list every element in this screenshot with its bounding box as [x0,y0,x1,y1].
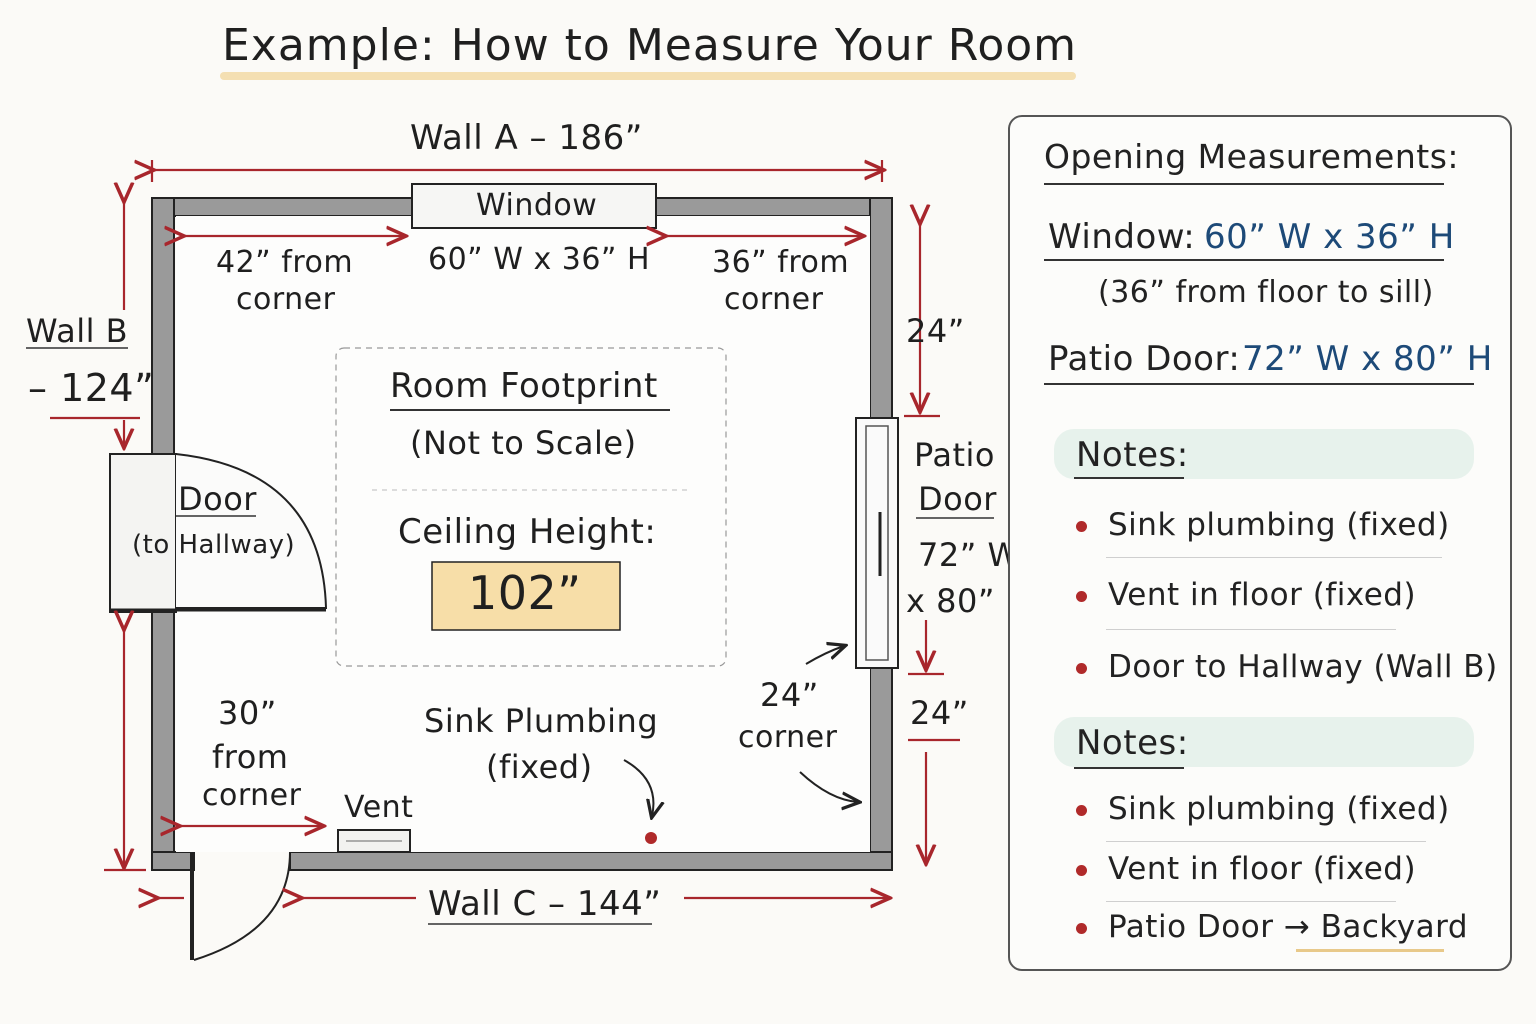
wall-b-length: – 124” [28,366,155,410]
page-title: Example: How to Measure Your Room [222,20,1078,71]
corner-gap-label-line2: corner [738,720,838,755]
panel-heading-underline [1044,183,1444,185]
title-underline [220,72,1076,80]
patio-door-label-line1: Patio [914,436,995,474]
notes2-highlight [1054,717,1474,767]
wall-b-upper [151,197,175,455]
sink-pointer-arrow [623,759,653,816]
bullet-icon [1076,805,1087,816]
window-left-gap-line2: corner [236,282,336,317]
backyard-underline [1296,949,1444,952]
corner-gap-label-line1: 24” [760,676,819,714]
hallway-door-sublabel: (to Hallway) [132,530,296,560]
wall-b-lower [151,611,175,871]
notes1-separator [1106,557,1442,558]
footprint-subtitle: (Not to Scale) [410,424,637,462]
patio-door-size-line1: 72” W [918,536,1020,574]
window-label: Window [476,188,598,223]
wall-c-label: Wall C – 144” [428,884,662,924]
window-symbol [411,183,657,229]
window-size-label: 60” W x 36” H [428,242,651,277]
wall-b-label: Wall B [26,312,129,350]
bullet-icon [1076,521,1087,532]
corner-pointer-up [805,646,844,665]
patio-measure-key: Patio Door: [1048,339,1241,379]
panel-heading: Opening Measurements: [1044,137,1460,176]
notes1-separator [1106,629,1396,630]
door-gap-label-line3: corner [202,778,302,813]
notes1-underline [1074,477,1184,479]
door-gap-label-line2: from [212,738,289,776]
patio-measure-value: 72” W x 80” H [1242,339,1493,379]
ceiling-height-label: Ceiling Height: [398,512,657,552]
notes2-separator [1106,841,1426,842]
footprint-title: Room Footprint [390,366,658,406]
window-measure-underline [1044,259,1444,261]
bullet-icon [1076,591,1087,602]
bullet-icon [1076,923,1087,934]
dimension-lines [50,160,960,898]
notes2-item: Vent in floor (fixed) [1108,851,1417,887]
notes2-separator [1106,901,1396,902]
notes1-item: Vent in floor (fixed) [1108,577,1417,613]
vent-label: Vent [344,790,414,825]
notes1-highlight [1054,429,1474,479]
notes1-item: Door to Hallway (Wall B) [1108,649,1498,685]
bottom-door-swing [190,851,291,961]
sink-label-line2: (fixed) [486,748,593,786]
corner-pointer-down [799,771,858,802]
patio-bottom-gap-label: 24” [910,694,969,732]
door-gap-label-line1: 30” [218,694,277,732]
notes2-underline [1074,767,1184,769]
patio-door-symbol [855,417,899,669]
ceiling-height-value: 102” [468,566,582,620]
floor-vent-symbol [337,829,411,853]
window-sill-note: (36” from floor to sill) [1098,275,1434,310]
notes1-item: Sink plumbing (fixed) [1108,507,1450,543]
window-right-gap-line1: 36” from [712,245,850,280]
ceiling-value-box [431,561,621,631]
window-measure-value: 60” W x 36” H [1204,217,1455,257]
notes2-item: Sink plumbing (fixed) [1108,791,1450,827]
footprint-box [335,347,727,667]
hallway-door-symbol [109,453,328,613]
opening-measurements-panel: Opening Measurements: Window: 60” W x 36… [1008,115,1512,971]
wall-c-left [151,851,195,871]
window-right-gap-line2: corner [724,282,824,317]
notes2-item: Patio Door → Backyard [1108,909,1468,945]
notes1-heading: Notes: [1076,435,1189,475]
wall-c-right [289,851,893,871]
patio-door-label-line2: Door [918,480,997,518]
sink-plumbing-marker [645,832,657,844]
patio-top-gap-label: 24” [906,312,965,350]
window-measure-key: Window: [1048,217,1196,257]
hallway-door-label: Door [178,480,257,518]
patio-measure-underline [1044,383,1474,385]
window-left-gap-line1: 42” from [216,245,354,280]
wall-a-label: Wall A – 186” [410,118,643,158]
bullet-icon [1076,865,1087,876]
notes2-heading: Notes: [1076,723,1189,763]
sink-label-line1: Sink Plumbing [424,702,659,740]
bullet-icon [1076,663,1087,674]
